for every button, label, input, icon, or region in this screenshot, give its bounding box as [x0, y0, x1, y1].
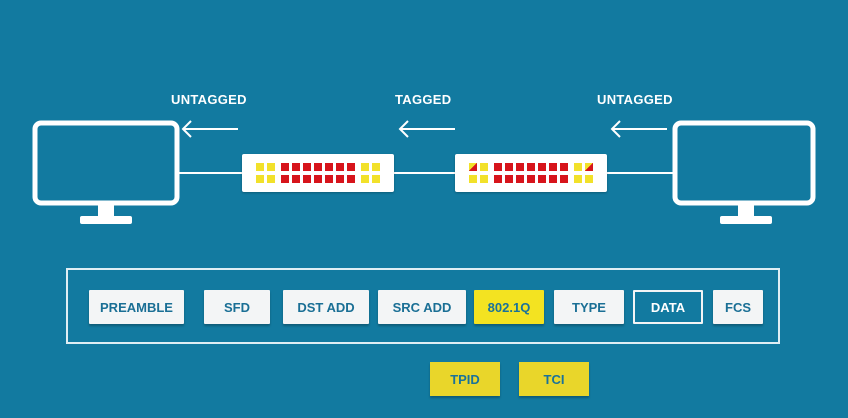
switch-port	[505, 163, 513, 171]
switch-port	[372, 175, 380, 183]
switch-port	[538, 175, 546, 183]
untagged-label-left: UNTAGGED	[171, 92, 247, 107]
switch-port	[361, 163, 369, 171]
left-arrow-icon	[398, 120, 455, 138]
tagged-label: TAGGED	[395, 92, 452, 107]
switch-port	[336, 175, 344, 183]
switch-port	[347, 163, 355, 171]
switch-port	[585, 163, 593, 171]
switch-port	[574, 175, 582, 183]
untagged-label-right: UNTAGGED	[597, 92, 673, 107]
link-line-right	[606, 172, 674, 174]
switch-port	[585, 175, 593, 183]
switch-port	[303, 175, 311, 183]
switch-port	[292, 163, 300, 171]
switch-port	[516, 175, 524, 183]
switch-port	[347, 175, 355, 183]
switch-port	[303, 163, 311, 171]
switch-port	[267, 163, 275, 171]
switch-port	[505, 175, 513, 183]
switch-port	[560, 163, 568, 171]
switch-port	[494, 163, 502, 171]
switch-port	[538, 163, 546, 171]
switch-port	[574, 163, 582, 171]
computer-monitor-icon	[32, 120, 180, 224]
switch-port	[480, 163, 488, 171]
switch-port	[314, 163, 322, 171]
switch-port	[292, 175, 300, 183]
ethernet-frame-outline	[66, 268, 780, 344]
switch-port	[372, 163, 380, 171]
switch-port	[549, 163, 557, 171]
switch-port	[527, 175, 535, 183]
tci-field: TCI	[519, 362, 589, 396]
switch-port	[281, 163, 289, 171]
switch-port	[516, 163, 524, 171]
left-arrow-icon	[610, 120, 667, 138]
frame-field-sfd: SFD	[204, 290, 270, 324]
network-switch-icon	[455, 154, 607, 192]
switch-port	[494, 175, 502, 183]
switch-port	[469, 163, 477, 171]
switch-port	[325, 163, 333, 171]
network-switch-icon	[242, 154, 394, 192]
switch-port	[527, 163, 535, 171]
frame-field-preamble: PREAMBLE	[89, 290, 184, 324]
switch-port	[549, 175, 557, 183]
switch-port	[336, 163, 344, 171]
frame-field-data: DATA	[633, 290, 703, 324]
switch-port	[267, 175, 275, 183]
switch-port	[256, 163, 264, 171]
frame-field-fcs: FCS	[713, 290, 763, 324]
switch-port	[480, 175, 488, 183]
switch-port	[560, 175, 568, 183]
link-line-middle	[394, 172, 456, 174]
switch-port	[256, 175, 264, 183]
computer-monitor-icon	[672, 120, 816, 224]
switch-port	[361, 175, 369, 183]
link-line-left	[177, 172, 244, 174]
switch-port	[314, 175, 322, 183]
frame-field-dst-add: DST ADD	[283, 290, 369, 324]
frame-field-src-add: SRC ADD	[378, 290, 466, 324]
frame-field-802-1q: 802.1Q	[474, 290, 544, 324]
switch-port	[325, 175, 333, 183]
frame-field-type: TYPE	[554, 290, 624, 324]
switch-port	[281, 175, 289, 183]
tpid-field: TPID	[430, 362, 500, 396]
left-arrow-icon	[181, 120, 238, 138]
switch-port	[469, 175, 477, 183]
